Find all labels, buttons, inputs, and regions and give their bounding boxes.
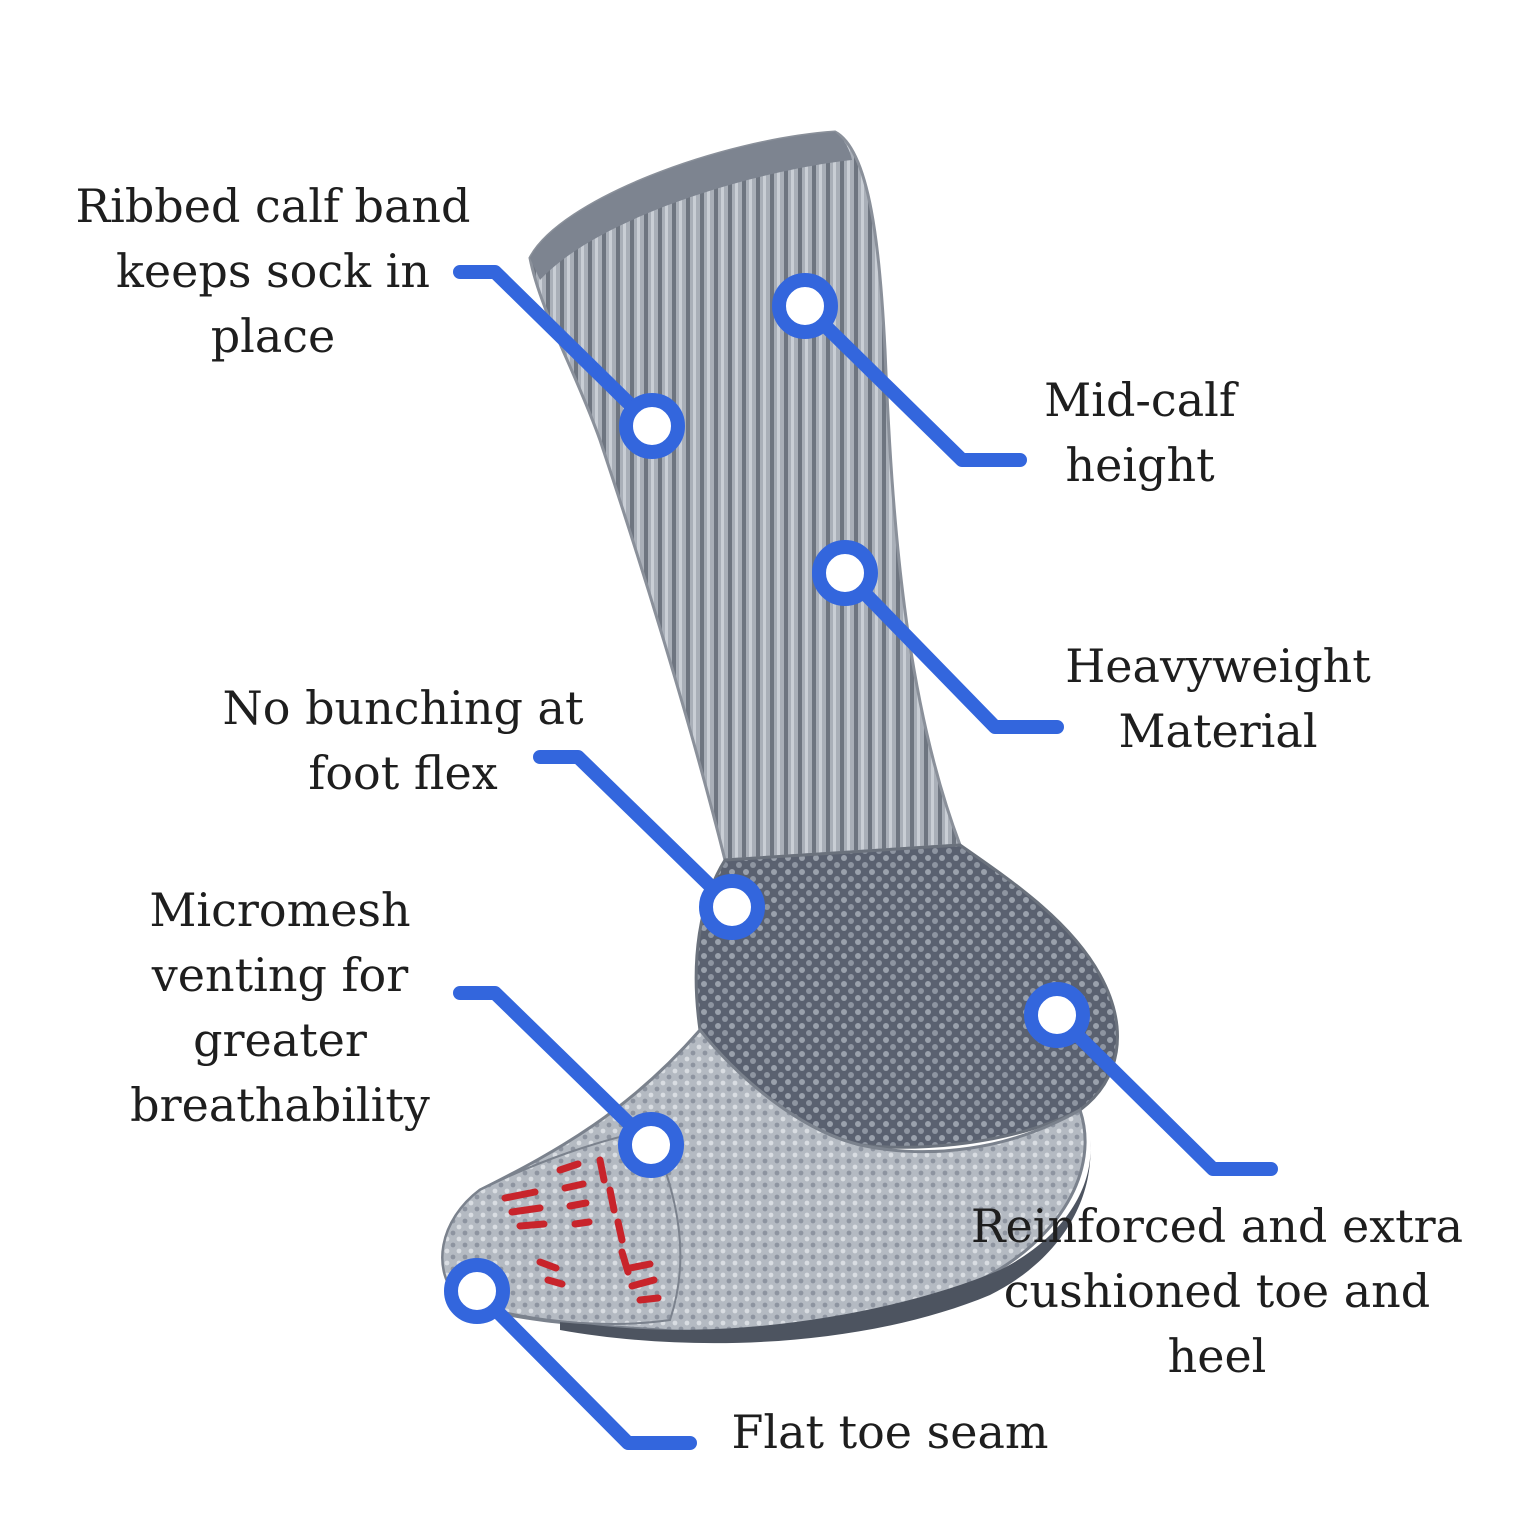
label-line: breathability — [130, 1078, 430, 1132]
leader-reinforced-toe-heel — [1050, 1008, 1278, 1176]
leader-lines — [453, 265, 1278, 1450]
sock-cuff — [530, 132, 852, 280]
leader-no-bunching — [533, 750, 739, 914]
dot-micromesh-venting — [618, 1112, 684, 1178]
dot-heavyweight-material — [812, 540, 878, 606]
leader-flat-toe-seam — [470, 1284, 697, 1450]
dot-flat-toe-seam — [444, 1258, 510, 1324]
label-line: place — [210, 309, 336, 363]
label-line: foot flex — [308, 746, 498, 800]
label-line: Reinforced and extra — [970, 1199, 1464, 1253]
label-line: Micromesh — [149, 883, 411, 937]
leader-micromesh-venting — [453, 986, 658, 1152]
label-line: heel — [1167, 1329, 1267, 1383]
label-micromesh-venting: Micromesh venting for greater breathabil… — [110, 878, 450, 1138]
label-line: cushioned toe and — [1003, 1264, 1431, 1318]
label-line: No bunching at — [222, 681, 584, 735]
dot-mid-calf-height — [772, 273, 838, 339]
leader-heavyweight-material — [838, 566, 1064, 734]
sock-sole — [560, 1140, 1091, 1344]
label-heavyweight-material: Heavyweight Material — [1055, 634, 1381, 764]
label-line: Ribbed calf band — [75, 179, 471, 233]
sock-heel — [694, 843, 1119, 1149]
label-line: keeps sock in — [116, 244, 430, 298]
dot-ribbed-calf-band — [619, 393, 685, 459]
label-line: venting for — [151, 948, 409, 1002]
callout-dots — [444, 273, 1090, 1324]
leader-ribbed-calf-band — [453, 265, 659, 433]
label-line: greater — [193, 1013, 367, 1067]
label-line: Flat toe seam — [731, 1405, 1049, 1459]
dot-no-bunching — [699, 874, 765, 940]
sock-leg — [528, 130, 963, 862]
leader-mid-calf-height — [798, 299, 1027, 467]
label-line: Mid-calf — [1044, 373, 1236, 427]
label-line: Material — [1118, 704, 1318, 758]
dot-reinforced-toe-heel — [1024, 982, 1090, 1048]
label-mid-calf-height: Mid-calf height — [1020, 368, 1260, 498]
toe-print-marks — [501, 1156, 662, 1304]
label-line: height — [1065, 438, 1215, 492]
label-flat-toe-seam: Flat toe seam — [722, 1400, 1058, 1465]
label-ribbed-calf-band: Ribbed calf band keeps sock in place — [73, 174, 473, 369]
label-reinforced-toe-heel: Reinforced and extra cushioned toe and h… — [962, 1194, 1472, 1389]
label-no-bunching: No bunching at foot flex — [218, 676, 588, 806]
label-line: Heavyweight — [1065, 639, 1371, 693]
